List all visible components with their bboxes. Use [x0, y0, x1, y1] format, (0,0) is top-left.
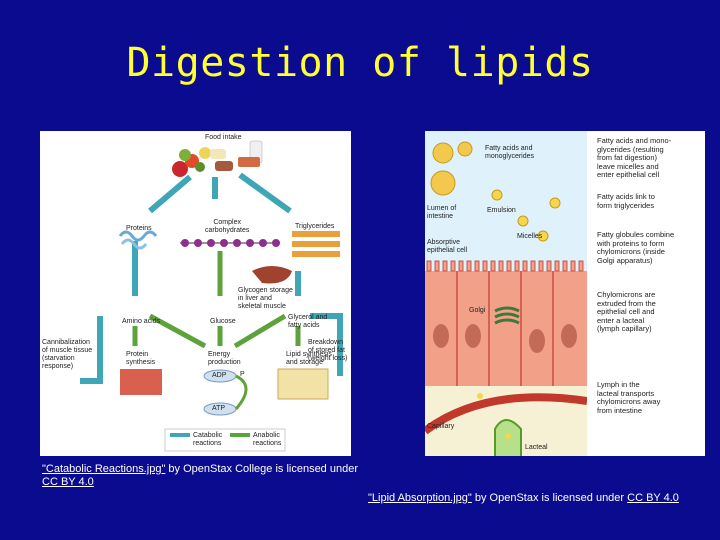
absorption-diagram — [425, 131, 587, 456]
proteins-image — [118, 230, 158, 250]
catabolic-diagram — [80, 140, 343, 452]
epithelial-cells — [425, 271, 587, 386]
microvilli — [426, 260, 584, 272]
nuclei — [433, 324, 577, 353]
energy-arrows — [132, 251, 301, 349]
caption-left-text: by OpenStax College is licensed under — [165, 463, 358, 475]
digestion-arrows — [80, 172, 343, 384]
license-link-left[interactable]: CC BY 4.0 — [42, 476, 94, 488]
slide-title: Digestion of lipids — [126, 40, 594, 86]
cannibalization-label: Cannibalization of muscle tissue (starva… — [42, 339, 93, 370]
carbohydrate-chain — [180, 239, 280, 247]
fatty-acids-label: Fatty acids and monoglycerides — [485, 145, 535, 160]
glucose-label: Glucose — [210, 318, 236, 325]
caption-right: "Lipid Absorption.jpg" by OpenStax is li… — [368, 492, 718, 505]
energy-production-label: Energy production — [208, 351, 241, 366]
capillary-label: Capillary — [427, 423, 455, 430]
phosphate-label: P — [240, 371, 245, 378]
liver-image — [252, 266, 292, 284]
anabolic-legend-label: Anabolic reactions — [253, 432, 282, 447]
emulsion-label: Emulsion — [487, 207, 516, 214]
callout-3: Fatty globules combine with proteins to … — [597, 230, 675, 265]
protein-synthesis-label: Protein synthesis — [126, 351, 156, 366]
adp-label: ADP — [212, 372, 227, 379]
glycerol-fatty-acids-label: Glycerol and fatty acids — [288, 314, 328, 329]
glycogen-storage-label: Glycogen storage in liver and skeletal m… — [238, 287, 293, 310]
lacteal-label: Lacteal — [525, 444, 548, 451]
callout-1: Fatty acids and mono- glycerides (result… — [597, 136, 672, 179]
food-intake-image — [172, 140, 263, 177]
proteins-label: Proteins — [126, 225, 152, 232]
absorption-callouts: Fatty acids and mono- glycerides (result… — [587, 131, 705, 456]
lipid-absorption-link[interactable]: "Lipid Absorption.jpg" — [368, 492, 472, 504]
lipid-synthesis-label: Lipid synthesis and storage — [286, 351, 332, 366]
catabolic-reactions-link[interactable]: "Catabolic Reactions.jpg" — [42, 463, 166, 475]
lipid-absorption-figure: Fatty acids and monoglycerides Lumen of … — [425, 131, 587, 456]
breakdown-stored-fat-label: Breakdown of stored fat (weight loss) — [308, 339, 348, 362]
lumen-label: Lumen of intestine — [427, 205, 457, 220]
micelles-label: Micelles — [517, 233, 543, 240]
triglycerides-label: Triglycerides — [295, 223, 335, 230]
callout-5: Lymph in the lacteal transports chylomic… — [597, 380, 661, 415]
triglycerides-image — [292, 231, 340, 257]
legend — [164, 428, 286, 452]
complex-carbohydrates-label: Complex carbohydrates — [205, 219, 250, 234]
atp-label: ATP — [212, 405, 226, 412]
food-intake-label: Food intake — [205, 134, 242, 141]
cell-borders — [456, 271, 554, 386]
golgi-apparatus — [494, 306, 520, 325]
catabolic-reactions-figure: Food intake Complex carbohydrates Protei… — [40, 131, 351, 456]
caption-left: "Catabolic Reactions.jpg" by OpenStax Co… — [42, 463, 362, 489]
callout-4: Chylomicrons are extruded from the epith… — [597, 290, 656, 333]
catabolic-legend-label: Catabolic reactions — [193, 432, 223, 447]
caption-right-text: by OpenStax is licensed under — [471, 492, 628, 504]
absorptive-cell-label: Absorptive epithelial cell — [427, 239, 468, 254]
license-link-right[interactable]: CC BY 4.0 — [627, 492, 679, 504]
fat-droplets — [430, 141, 561, 242]
capillary-vessel — [425, 393, 587, 435]
callout-2: Fatty acids link to form triglycerides — [597, 192, 655, 210]
fat-tissue-image — [277, 368, 329, 400]
amino-acids-label: Amino acids — [122, 318, 161, 325]
golgi-label: Golgi — [469, 307, 486, 314]
muscle-tissue-image — [120, 369, 162, 395]
